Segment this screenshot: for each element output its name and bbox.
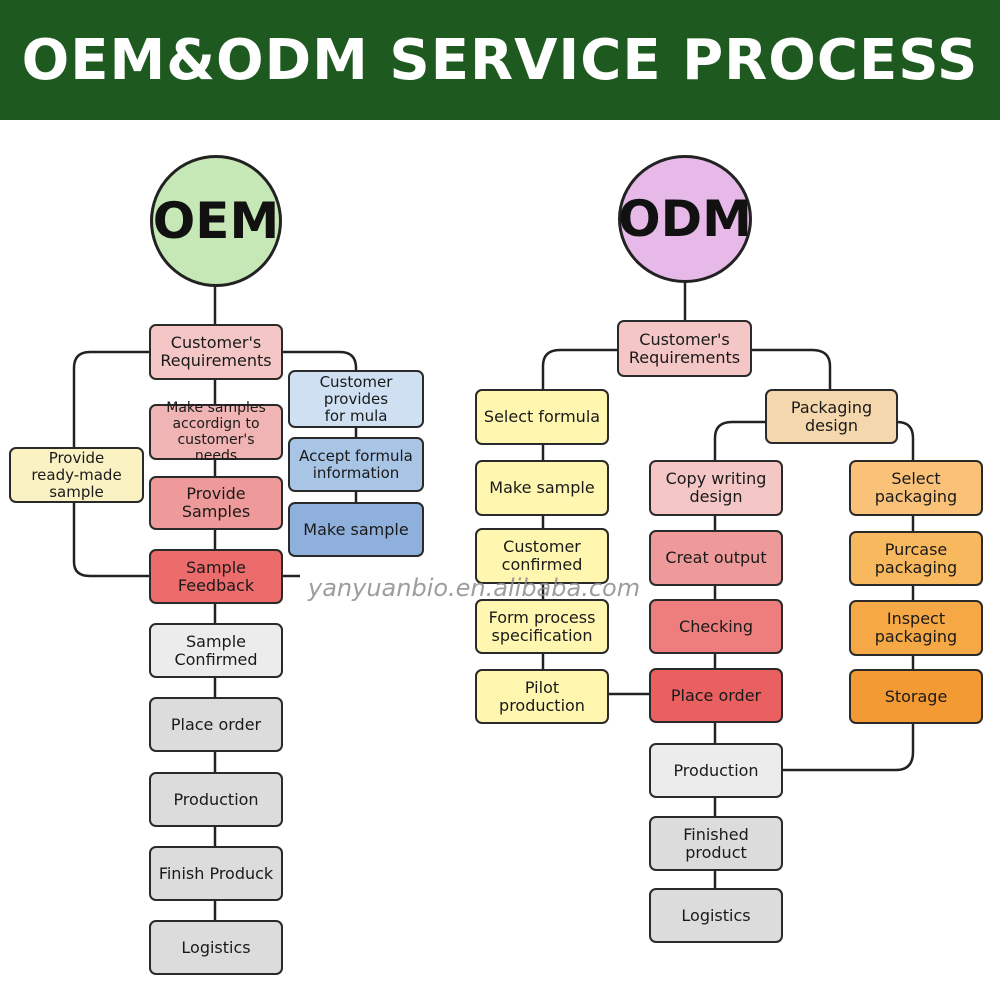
page-title: OEM&ODM SERVICE PROCESS [21, 27, 979, 93]
watermark-text: yanyuanbio.en.alibaba.com [308, 574, 641, 602]
odm-checking: Checking [649, 599, 783, 654]
oem-accept-formula-information: Accept formula information [288, 437, 424, 492]
oem-make-sample: Make sample [288, 502, 424, 557]
oem-place-order: Place order [149, 697, 283, 752]
odm-finished-product: Finished product [649, 816, 783, 871]
odm-inspect-packaging: Inspect packaging [849, 600, 983, 656]
oem-customer-requirements: Customer's Requirements [149, 324, 283, 380]
odm-pilot-production: Pilot production [475, 669, 609, 724]
odm-circle: ODM [618, 155, 752, 283]
odm-purcase-packaging: Purcase packaging [849, 531, 983, 586]
odm-storage: Storage [849, 669, 983, 724]
odm-form-process-specification: Form process specification [475, 599, 609, 654]
odm-circle-label: ODM [618, 190, 752, 248]
oem-logistics: Logistics [149, 920, 283, 975]
oem-sample-feedback: Sample Feedback [149, 549, 283, 604]
odm-copy-writing-design: Copy writing design [649, 460, 783, 516]
odm-customer-confirmed: Customer confirmed [475, 528, 609, 584]
odm-production: Production [649, 743, 783, 798]
odm-select-packaging: Select packaging [849, 460, 983, 516]
oem-finish-product: Finish Produck [149, 846, 283, 901]
oem-provide-samples: Provide Samples [149, 476, 283, 530]
oem-sample-confirmed: Sample Confirmed [149, 623, 283, 678]
odm-place-order: Place order [649, 668, 783, 723]
odm-creat-output: Creat output [649, 530, 783, 586]
oem-make-samples-custom: Make samples accordign to customer's nee… [149, 400, 283, 464]
header-banner: OEM&ODM SERVICE PROCESS [0, 0, 1000, 120]
oem-provide-ready-made-sample: Provide ready-made sample [9, 447, 144, 503]
oem-circle-label: OEM [152, 192, 280, 250]
oem-production: Production [149, 772, 283, 827]
odm-customer-requirements: Customer's Requirements [617, 320, 752, 377]
odm-logistics: Logistics [649, 888, 783, 943]
oem-circle: OEM [150, 155, 282, 287]
oem-customer-provides-formula: Customer provides for mula [288, 370, 424, 428]
odm-make-sample: Make sample [475, 460, 609, 516]
odm-select-formula: Select formula [475, 389, 609, 445]
odm-packaging-design: Packaging design [765, 389, 898, 444]
